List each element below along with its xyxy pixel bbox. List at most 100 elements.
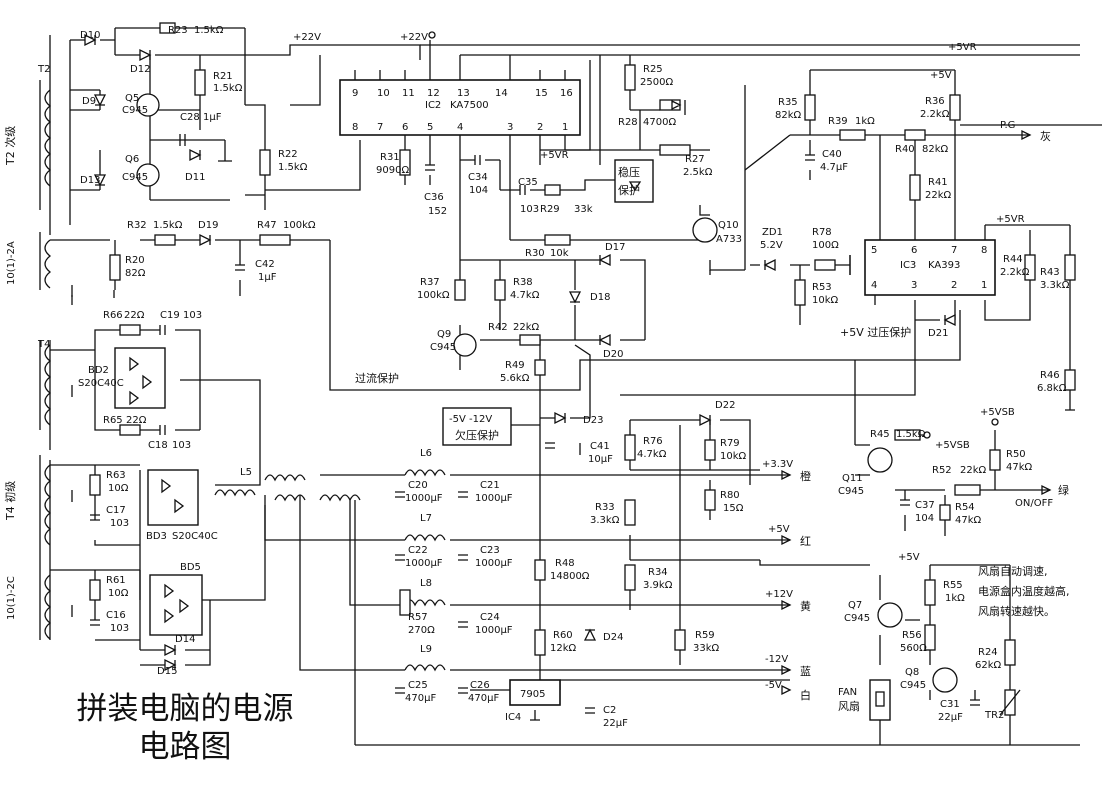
svg-text:22kΩ: 22kΩ: [925, 190, 952, 201]
svg-text:1000μF: 1000μF: [475, 625, 513, 636]
ic2-pin-13: 13: [457, 88, 470, 99]
voltage-stabilizer-block: 稳压 保护: [614, 159, 654, 203]
ic3-pin-6: 6: [911, 245, 917, 256]
svg-text:10Ω: 10Ω: [108, 483, 129, 494]
svg-text:C945: C945: [122, 172, 148, 183]
svg-text:1kΩ: 1kΩ: [855, 116, 875, 127]
ic2-part: KA7500: [450, 100, 489, 111]
ic2-pin-10: 10: [377, 88, 390, 99]
rail-5vr-ic3: +5VR: [996, 214, 1025, 225]
svg-text:D14: D14: [175, 634, 195, 645]
svg-text:TR2: TR2: [984, 710, 1004, 721]
svg-text:R33: R33: [595, 502, 615, 513]
svg-text:C31: C31: [940, 699, 960, 710]
svg-text:R47: R47: [257, 220, 277, 231]
svg-text:C36: C36: [424, 192, 444, 203]
label-t2: T2: [37, 64, 50, 75]
svg-text:ZD1: ZD1: [762, 227, 783, 238]
note-fan-2: 电源盒内温度越高,: [978, 584, 1070, 598]
output-pg-wire: 灰: [1040, 129, 1051, 143]
svg-text:S20C40C: S20C40C: [78, 378, 124, 389]
svg-text:C945: C945: [844, 613, 870, 624]
svg-text:R43: R43: [1040, 267, 1060, 278]
rail-5vsb-b: +5VSB: [935, 440, 970, 451]
bridge-bd5: [149, 574, 203, 636]
svg-text:Q10: Q10: [718, 220, 739, 231]
svg-text:D19: D19: [198, 220, 218, 231]
ic2-pin-14: 14: [495, 88, 508, 99]
svg-text:R20: R20: [125, 255, 145, 266]
svg-text:100kΩ: 100kΩ: [283, 220, 316, 231]
svg-text:R61: R61: [106, 575, 126, 586]
svg-text:C19: C19: [160, 310, 180, 321]
svg-text:L8: L8: [420, 578, 432, 589]
svg-text:1.5kΩ: 1.5kΩ: [278, 162, 308, 173]
svg-text:BD5: BD5: [180, 562, 201, 573]
output-12v-wire: 黄: [800, 599, 811, 613]
svg-text:保护: 保护: [618, 183, 640, 197]
svg-text:R55: R55: [943, 580, 963, 591]
svg-text:C2: C2: [603, 705, 616, 716]
svg-text:1.5kΩ: 1.5kΩ: [194, 25, 224, 36]
ic2-pin-7: 7: [377, 122, 383, 133]
svg-text:L9: L9: [420, 644, 432, 655]
svg-text:C37: C37: [915, 500, 935, 511]
svg-text:L5: L5: [240, 467, 252, 478]
annotations: 过流保护 +5V 过压保护 风扇自动调速, 电源盒内温度越高, 风扇转速越快。 …: [355, 325, 1070, 713]
svg-text:82kΩ: 82kΩ: [775, 110, 802, 121]
diagram-caption: 拼装电脑的电源 电路图: [50, 690, 320, 766]
output-n5v-wire: 白: [800, 688, 811, 702]
svg-text:22μF: 22μF: [603, 718, 628, 729]
svg-text:R30: R30: [525, 248, 545, 259]
svg-text:1000μF: 1000μF: [405, 558, 443, 569]
svg-text:82Ω: 82Ω: [125, 268, 146, 279]
fan-label-cn: 风扇: [838, 699, 860, 713]
svg-text:47kΩ: 47kΩ: [1006, 462, 1033, 473]
svg-text:R54: R54: [955, 502, 975, 513]
svg-text:D15: D15: [157, 666, 177, 677]
output-12v-signal: +12V: [765, 589, 793, 600]
svg-text:D12: D12: [130, 64, 150, 75]
terminals: [428, 31, 999, 439]
svg-text:4.7kΩ: 4.7kΩ: [510, 290, 540, 301]
ic2-ka7500: IC2 KA7500 9 10 11 12 13 14 15 16 8 7 6 …: [339, 79, 581, 136]
ic3-pin-2: 2: [951, 280, 957, 291]
svg-text:R32: R32: [127, 220, 147, 231]
svg-text:1μF: 1μF: [203, 112, 222, 123]
bridge-bd3: [147, 469, 199, 526]
svg-text:82kΩ: 82kΩ: [922, 144, 949, 155]
svg-text:D24: D24: [603, 632, 623, 643]
svg-text:D18: D18: [590, 292, 610, 303]
svg-text:103: 103: [172, 440, 191, 451]
svg-text:47kΩ: 47kΩ: [955, 515, 982, 526]
bridge-bd2: [114, 347, 166, 409]
ic3-pin-8: 8: [981, 245, 987, 256]
svg-text:C25: C25: [408, 680, 428, 691]
ic3-ka393: IC3 KA393 5 6 7 8 4 3 2 1: [864, 239, 996, 296]
inductor-l6: [404, 469, 446, 477]
svg-text:D20: D20: [603, 349, 623, 360]
svg-text:BD2: BD2: [88, 365, 109, 376]
ic4-ref: IC4: [505, 712, 521, 723]
svg-text:C945: C945: [430, 342, 456, 353]
rail-5vr-pin3: +5VR: [540, 150, 569, 161]
svg-text:L6: L6: [420, 448, 432, 459]
svg-text:C41: C41: [590, 441, 610, 452]
svg-text:C20: C20: [408, 480, 428, 491]
label-t4-primary: T4 初级: [3, 481, 17, 521]
svg-text:10μF: 10μF: [588, 454, 613, 465]
ground-symbols: [71, 100, 1075, 721]
svg-text:470μF: 470μF: [405, 693, 436, 704]
ic3-part: KA393: [928, 260, 960, 271]
svg-text:BD3: BD3: [146, 531, 167, 542]
svg-text:-5V -12V: -5V -12V: [449, 414, 492, 425]
svg-text:100kΩ: 100kΩ: [417, 290, 450, 301]
svg-text:S20C40C: S20C40C: [172, 531, 218, 542]
output-n12v-signal: -12V: [765, 654, 788, 665]
svg-text:D23: D23: [583, 415, 603, 426]
svg-text:D9: D9: [82, 96, 96, 107]
svg-text:C945: C945: [838, 486, 864, 497]
output-5v-wire: 红: [800, 535, 811, 548]
ic2-pin-1: 1: [562, 122, 568, 133]
svg-text:270Ω: 270Ω: [408, 625, 435, 636]
